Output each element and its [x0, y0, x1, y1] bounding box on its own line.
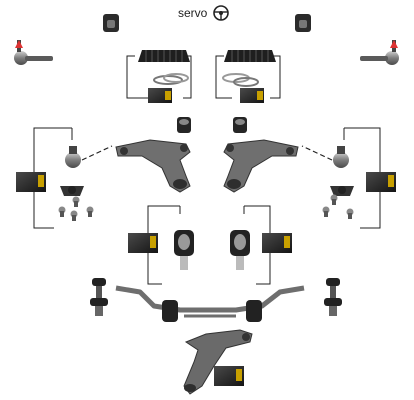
ball-joint-kit-right: [301, 127, 396, 229]
arm-bushing-kit-left: [128, 205, 194, 285]
control-arm-left: [115, 139, 191, 193]
servo-label: servo: [178, 6, 208, 20]
stabilizer-bushing-left: [162, 300, 178, 322]
lower-control-arm: [183, 329, 253, 395]
ball-joint-kit-left: [16, 127, 113, 229]
stabilizer-bushing-right: [246, 300, 262, 322]
servo-bushing-left: [103, 14, 119, 32]
stabilizer-bar: [115, 285, 305, 322]
arm-bushing-upper-left: [177, 117, 191, 133]
steering-boot-kit-left: [126, 50, 192, 103]
stabilizer-link-left: [90, 278, 108, 316]
tie-rod-end-left: [14, 40, 53, 65]
steering-boot-kit-right: [215, 50, 281, 103]
control-arm-right: [223, 139, 299, 193]
tie-rod-end-right: [360, 40, 399, 65]
arm-bushing-upper-right: [233, 117, 247, 133]
arm-bushing-kit-right: [230, 205, 292, 285]
servo-bushing-right: [295, 14, 311, 32]
stabilizer-link-right: [324, 278, 342, 316]
steering-wheel-icon: [213, 5, 229, 21]
